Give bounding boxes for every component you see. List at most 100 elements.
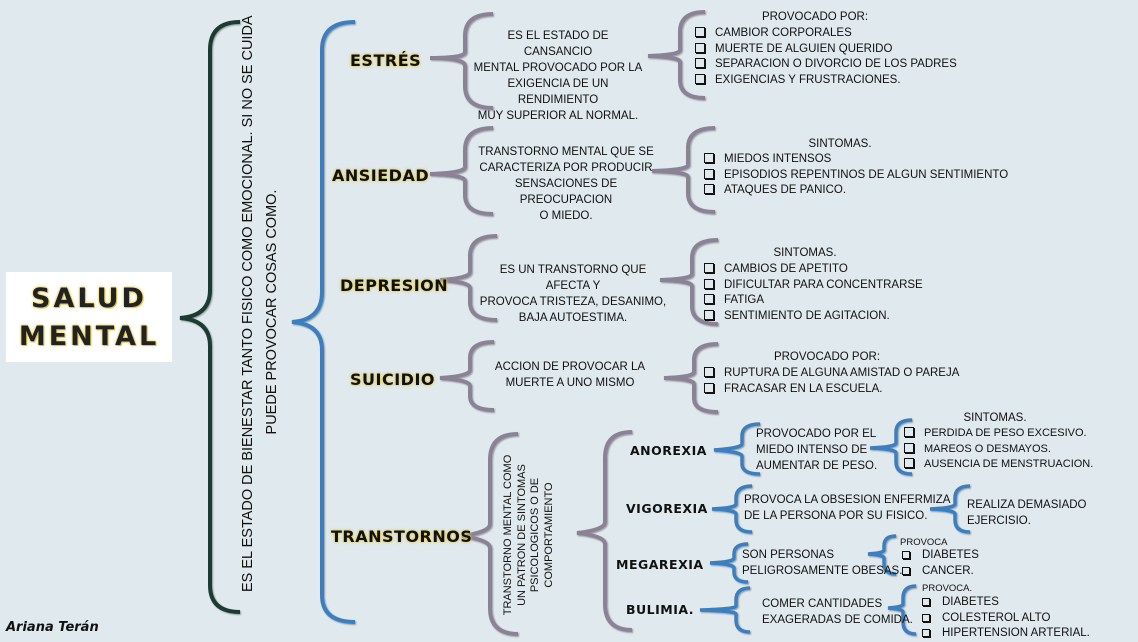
megarexia-description: SON PERSONAS PELIGROSAMENTE OBESAS. — [742, 547, 902, 579]
checkbox-icon — [704, 153, 714, 163]
desc-line: MUY SUPERIOR AL NORMAL. — [477, 110, 639, 122]
desc-line: AUMENTAR DE PESO. — [756, 460, 878, 472]
desc-line: MUERTE A UNO MISMO — [505, 377, 635, 389]
checkbox-icon — [904, 427, 914, 437]
title-box — [6, 272, 172, 362]
list-item: FATIGA — [704, 293, 923, 309]
checkbox-icon — [695, 73, 705, 84]
checkbox-icon — [704, 263, 714, 273]
list-item: MAREOS O DESMAYOS. — [904, 442, 1093, 458]
desc-line: COMPORTAMIENTO — [542, 482, 555, 588]
list-item: EPISODIOS REPENTINOS DE ALGUN SENTIMIENT… — [704, 168, 1008, 184]
topic-ansiedad: ANSIEDAD — [332, 166, 430, 185]
desc-line: EXIGENCIA DE UN RENDIMIENTO — [507, 78, 609, 106]
list-item: EXIGENCIAS Y FRUSTRACIONES. — [695, 73, 957, 89]
vigorexia-result: REALIZA DEMASIADO EJERCISIO. — [967, 497, 1087, 529]
page-title: SALUD MENTAL — [6, 272, 172, 356]
list-item: CANCER. — [902, 564, 979, 580]
checkbox-icon — [695, 58, 705, 69]
list-item: SENTIMIENTO DE AGITACION. — [704, 309, 923, 325]
estres-description: ES EL ESTADO DE CANSANCIO MENTAL PROVOCA… — [472, 28, 644, 124]
checkbox-icon — [695, 42, 705, 53]
list-item: RUPTURA DE ALGUNA AMISTAD O PAREJA — [704, 366, 959, 382]
list-item: SEPARACION O DIVORCIO DE LOS PADRES — [695, 57, 957, 73]
desc-line: COMER CANTIDADES — [762, 598, 883, 610]
subtopic-bulimia: BULIMIA. — [626, 602, 695, 617]
list-item: DIABETES — [922, 595, 1090, 611]
list-item: CAMBIOS DE APETITO — [704, 262, 923, 278]
bulimia-list-header: PROVOCA. — [922, 583, 973, 594]
desc-line: SENSACIONES DE PREOCUPACION — [514, 178, 618, 206]
estres-list: CAMBIOR CORPORALES MUERTE DE ALGUIEN QUE… — [695, 26, 957, 88]
definition-line-2: PUEDE PROVOCAR COSAS COMO. — [264, 189, 280, 435]
desc-line: CARACTERIZA POR PRODUCIR — [479, 162, 653, 174]
suicidio-list-header: PROVOCADO POR: — [773, 351, 881, 363]
checkbox-icon — [922, 598, 930, 606]
desc-line: O MIEDO. — [539, 210, 593, 222]
checkbox-icon — [704, 367, 714, 377]
depresion-list: CAMBIOS DE APETITO DIFICULTAR PARA CONCE… — [704, 262, 923, 324]
ansiedad-description: TRANSTORNO MENTAL QUE SE CARACTERIZA POR… — [470, 144, 662, 224]
desc-line: PSICOLOGICOS O DE — [529, 477, 541, 593]
desc-line: PROVOCADO POR EL — [756, 428, 877, 440]
checkbox-icon — [904, 442, 914, 453]
checkbox-icon — [704, 294, 714, 305]
desc-line: TRANSTORNO MENTAL COMO — [502, 454, 514, 616]
megarexia-list: DIABETES CANCER. — [902, 548, 979, 579]
list-item: HIPERTENSION ARTERIAL. — [922, 626, 1090, 642]
anorexia-list-header: SINTOMAS. — [963, 412, 1027, 424]
definition-line-1: ES EL ESTADO DE BIENESTAR TANTO FISICO C… — [240, 15, 256, 592]
definition-text: ES EL ESTADO DE BIENESTAR TANTO FISICO C… — [236, 15, 284, 592]
topic-depresion: DEPRESION — [340, 276, 449, 295]
checkbox-icon — [704, 168, 714, 179]
topics-bracket — [291, 20, 356, 624]
title-line-2: MENTAL — [18, 321, 160, 352]
subtopic-megarexia: MEGAREXIA — [616, 557, 704, 572]
ansiedad-list-header: SINTOMAS. — [808, 138, 872, 150]
checkbox-icon — [704, 278, 714, 289]
list-item: FRACASAR EN LA ESCUELA. — [704, 382, 959, 398]
list-item: MUERTE DE ALGUIEN QUERIDO — [695, 42, 957, 58]
list-item: AUSENCIA DE MENSTRUACION. — [904, 457, 1093, 473]
desc-line: ES UN TRANSTORNO QUE AFECTA Y — [499, 264, 647, 292]
list-item: DIFICULTAR PARA CONCENTRARSE — [704, 278, 923, 294]
title-line-1: SALUD — [31, 283, 147, 314]
checkbox-icon — [902, 566, 910, 575]
desc-line: ES EL ESTADO DE CANSANCIO — [507, 30, 609, 58]
megarexia-list-header: PROVOCA — [900, 537, 948, 548]
main-bracket — [179, 20, 241, 614]
list-item: DIABETES — [902, 548, 979, 564]
list-item: PERDIDA DE PESO EXCESIVO. — [904, 426, 1093, 442]
suicidio-description: ACCION DE PROVOCAR LA MUERTE A UNO MISMO — [490, 359, 650, 391]
transtornos-description: TRANSTORNO MENTAL COMO UN PATRON DE SINT… — [502, 450, 556, 620]
checkbox-icon — [904, 458, 914, 469]
desc-line: PROVOCA LA OBSESION ENFERMIZA — [744, 494, 951, 506]
subtopic-anorexia: ANOREXIA — [630, 443, 707, 458]
checkbox-icon — [704, 184, 714, 195]
desc-line: MIEDO INTENSO DE — [756, 444, 868, 456]
desc-line: PELIGROSAMENTE OBESAS. — [742, 565, 903, 577]
topic-suicidio: SUICIDIO — [350, 370, 435, 389]
desc-line: EJERCISIO. — [967, 515, 1031, 527]
anorexia-list: PERDIDA DE PESO EXCESIVO. MAREOS O DESMA… — [904, 426, 1093, 473]
estres-list-header: PROVOCADO POR: — [761, 11, 869, 23]
bulimia-description: COMER CANTIDADES EXAGERADAS DE COMIDA. — [762, 596, 913, 628]
depresion-description: ES UN TRANSTORNO QUE AFECTA Y PROVOCA TR… — [478, 262, 668, 326]
desc-line: MENTAL PROVOCADO POR LA — [473, 62, 643, 74]
desc-line: BAJA AUTOESTIMA. — [518, 312, 628, 324]
author-signature: Ariana Terán — [6, 620, 99, 635]
desc-line: REALIZA DEMASIADO — [967, 499, 1087, 511]
desc-line: SON PERSONAS — [742, 549, 835, 561]
checkbox-icon — [922, 613, 930, 622]
subtopic-vigorexia: VIGOREXIA — [626, 501, 708, 516]
topic-transtornos: TRANSTORNOS — [331, 527, 473, 546]
desc-line: DE LA PERSONA POR SU FISICO. — [744, 510, 928, 522]
list-item: ATAQUES DE PANICO. — [704, 183, 1008, 199]
checkbox-icon — [902, 551, 910, 559]
desc-line: UN PATRON DE SINTOMAS — [515, 464, 528, 606]
list-item: MIEDOS INTENSOS — [704, 152, 1008, 168]
suicidio-list: RUPTURA DE ALGUNA AMISTAD O PAREJA FRACA… — [704, 366, 959, 397]
list-item: COLESTEROL ALTO — [922, 611, 1090, 627]
bulimia-list: DIABETES COLESTEROL ALTO HIPERTENSION AR… — [922, 595, 1090, 642]
